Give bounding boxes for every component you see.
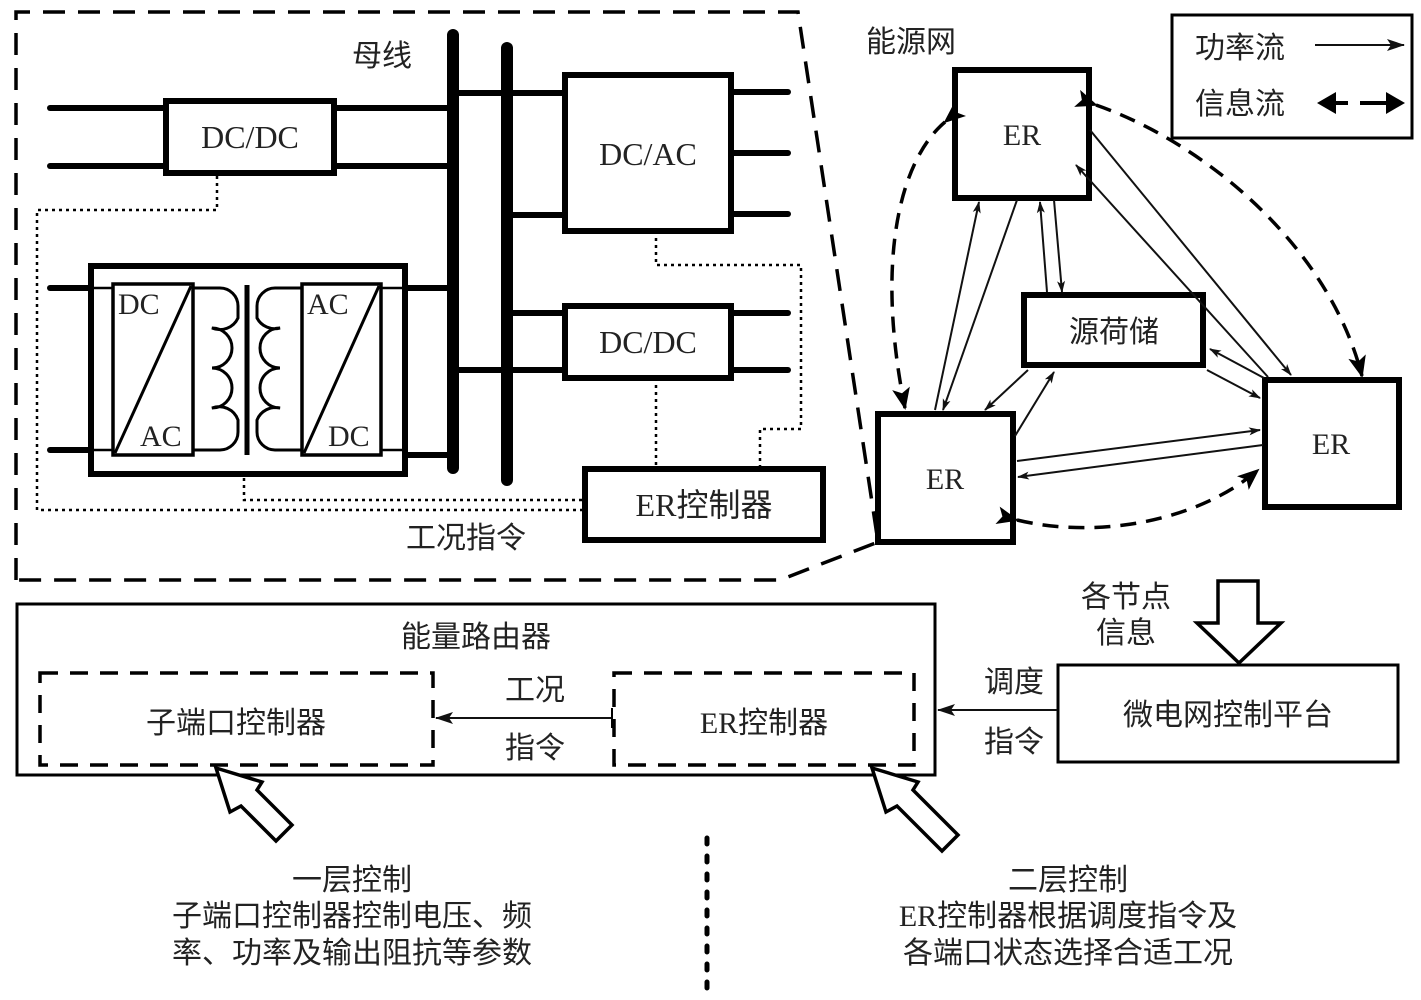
energy-router-title: 能量路由器 <box>401 621 551 654</box>
microgrid-platform-label: 微电网控制平台 <box>1123 699 1333 732</box>
dcdc-mid-label: DC/DC <box>599 324 697 360</box>
iso-left-bottom-label: AC <box>140 420 182 453</box>
info-flow-arrow <box>995 468 1260 530</box>
control-signal-lines <box>35 176 803 512</box>
layer2-title: 二层控制 <box>1008 864 1128 897</box>
er-node-top: ER <box>952 67 1092 201</box>
layer2-line2: 各端口状态选择合适工况 <box>903 937 1233 970</box>
power-flow-arrow <box>942 199 1018 411</box>
dispatch-label-bottom: 指令 <box>984 726 1044 759</box>
power-flow-arrow <box>1017 444 1264 480</box>
dcdc-converter-middle: DC/DC <box>450 303 791 381</box>
power-flow-arrow <box>1036 201 1048 293</box>
legend-info-flow-label: 信息流 <box>1195 88 1285 121</box>
layer2-line1: ER控制器根据调度指令及 <box>899 900 1237 933</box>
isolated-dcdc-converter: DC AC AC DC <box>47 263 456 477</box>
er-node-right-label: ER <box>1312 428 1350 461</box>
power-flow-arrow <box>934 201 981 411</box>
source-load-storage-node: 源荷储 <box>1021 292 1206 368</box>
power-flow-arrow <box>984 369 1029 411</box>
er-controller-detail: ER控制器 <box>582 466 826 543</box>
microgrid-control-platform: 微电网控制平台 <box>1056 663 1400 764</box>
layer1-line1: 子端口控制器控制电压、频 <box>172 900 532 933</box>
dispatch-label-top: 调度 <box>984 666 1044 699</box>
legend-power-flow-label: 功率流 <box>1195 32 1285 65</box>
command-label-bottom: 指令 <box>505 732 565 765</box>
power-flow-arrow <box>1016 427 1261 462</box>
legend: 功率流 信息流 <box>1170 13 1414 140</box>
sub-port-controller-box <box>38 671 435 767</box>
node-info-down-arrow-icon <box>1192 579 1286 666</box>
transformer-icon <box>193 285 302 455</box>
er-node-left-label: ER <box>926 463 964 496</box>
layer1-caption: 一层控制 子端口控制器控制电压、频 率、功率及输出阻抗等参数 <box>172 864 532 970</box>
er-node-left: ER <box>875 411 1016 545</box>
power-flow-arrow <box>1014 371 1055 437</box>
energy-network-title: 能源网 <box>866 26 956 59</box>
source-load-storage-label: 源荷储 <box>1069 316 1159 349</box>
layer1-line2: 率、功率及输出阻抗等参数 <box>172 937 532 970</box>
iso-left-top-label: DC <box>118 288 160 321</box>
er-controller-label: ER控制器 <box>700 707 828 740</box>
router-detail-outline <box>14 10 880 582</box>
dcac-label: DC/AC <box>599 136 697 172</box>
command-label: 工况指令 <box>406 522 526 555</box>
layer1-pointer-arrow-icon <box>213 765 295 844</box>
dcac-inverter: DC/AC <box>450 72 791 234</box>
bus-label: 母线 <box>352 40 412 73</box>
iso-right-top-label: AC <box>307 288 349 321</box>
power-flow-arrow <box>1053 199 1066 293</box>
layer2-pointer-arrow-icon <box>869 765 961 854</box>
energy-router-block: 能量路由器 子端口控制器 ER控制器 工况 指令 <box>15 602 937 777</box>
info-flow-arrows <box>890 89 1366 530</box>
er-controller-detail-label: ER控制器 <box>636 487 773 523</box>
info-flow-arrow <box>890 102 967 410</box>
node-info-label-line2: 信息 <box>1096 617 1156 650</box>
sub-port-controller-label: 子端口控制器 <box>146 707 326 740</box>
er-node-right: ER <box>1262 377 1402 510</box>
node-info-label-line1: 各节点 <box>1081 581 1171 614</box>
dcdc-converter-top: DC/DC <box>47 98 456 176</box>
power-flow-arrow <box>1206 369 1261 399</box>
er-node-top-label: ER <box>1003 119 1041 152</box>
er-controller-box <box>612 671 916 767</box>
command-label-top: 工况 <box>505 674 565 707</box>
layer1-title: 一层控制 <box>292 864 412 897</box>
dcdc-top-label: DC/DC <box>201 119 299 155</box>
iso-right-bottom-label: DC <box>328 420 370 453</box>
info-flow-arrow <box>1074 89 1366 378</box>
layer2-caption: 二层控制 ER控制器根据调度指令及 各端口状态选择合适工况 <box>899 864 1237 970</box>
